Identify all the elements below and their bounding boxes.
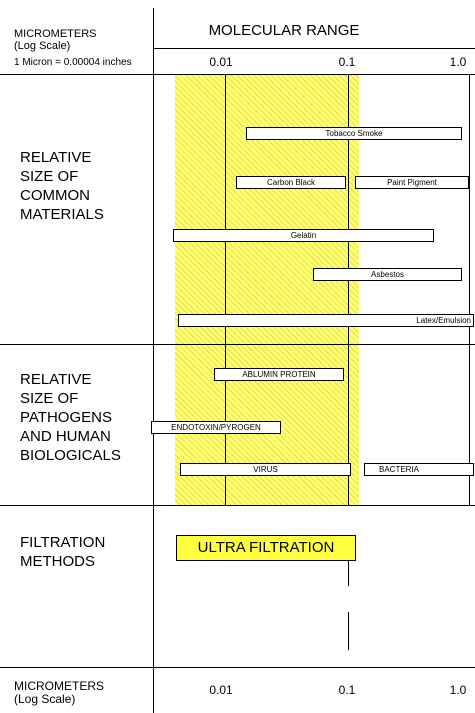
label-column-divider [153, 8, 154, 713]
filtration-section-label: FILTRATION METHODS [20, 534, 106, 570]
pathogen-bar-endotoxin-pyrogen: ENDOTOXIN/PYROGEN [151, 421, 281, 434]
units-label: MICROMETERS (Log Scale) [14, 28, 97, 52]
page-title: MOLECULAR RANGE [208, 22, 360, 39]
footer-units-label: MICROMETERS (Log Scale) [14, 679, 104, 706]
pathogens-divider [0, 505, 475, 506]
material-bar-tobacco-smoke: Tobacco Smoke [246, 127, 462, 140]
material-bar-latex-emulsion: Latex/Emulsion [178, 314, 474, 327]
header-divider [0, 74, 475, 75]
pathogens-section-label: RELATIVE SIZE OF PATHOGENS AND HUMAN BIO… [20, 371, 121, 464]
material-bar-carbon-black: Carbon Black [236, 176, 346, 189]
gridline-1-0 [469, 74, 470, 506]
tick-bottom-1-0: 1.0 [449, 683, 467, 697]
materials-divider [0, 344, 475, 345]
material-bar-asbestos: Asbestos [313, 268, 462, 281]
gridline-0-1 [348, 74, 349, 506]
materials-section-label: RELATIVE SIZE OF COMMON MATERIALS [20, 149, 104, 223]
conversion-note: 1 Micron = 0.00004 inches [14, 57, 132, 68]
footer-divider [0, 667, 475, 668]
tick-bottom-0-1: 0.1 [338, 683, 356, 697]
material-bar-gelatin: Gelatin [173, 229, 434, 242]
pathogen-bar-virus: VIRUS [180, 463, 351, 476]
title-underline [153, 48, 475, 49]
pathogen-bar-ablumin-protein: ABLUMIN PROTEIN [214, 368, 344, 381]
tick-bottom-0-01: 0.01 [209, 683, 233, 697]
gridline-0-1-lower-a [348, 560, 349, 586]
tick-top-1-0: 1.0 [449, 55, 467, 69]
ultra-filtration-box: ULTRA FILTRATION [176, 535, 356, 561]
tick-top-0-1: 0.1 [338, 55, 356, 69]
gridline-0-01 [225, 74, 226, 506]
material-bar-paint-pigment: Paint Pigment [355, 176, 469, 189]
ultrafiltration-range-band [175, 75, 359, 506]
tick-top-0-01: 0.01 [209, 55, 233, 69]
gridline-0-1-lower-b [348, 612, 349, 650]
pathogen-bar-bacteria: BACTERIA [364, 463, 474, 476]
